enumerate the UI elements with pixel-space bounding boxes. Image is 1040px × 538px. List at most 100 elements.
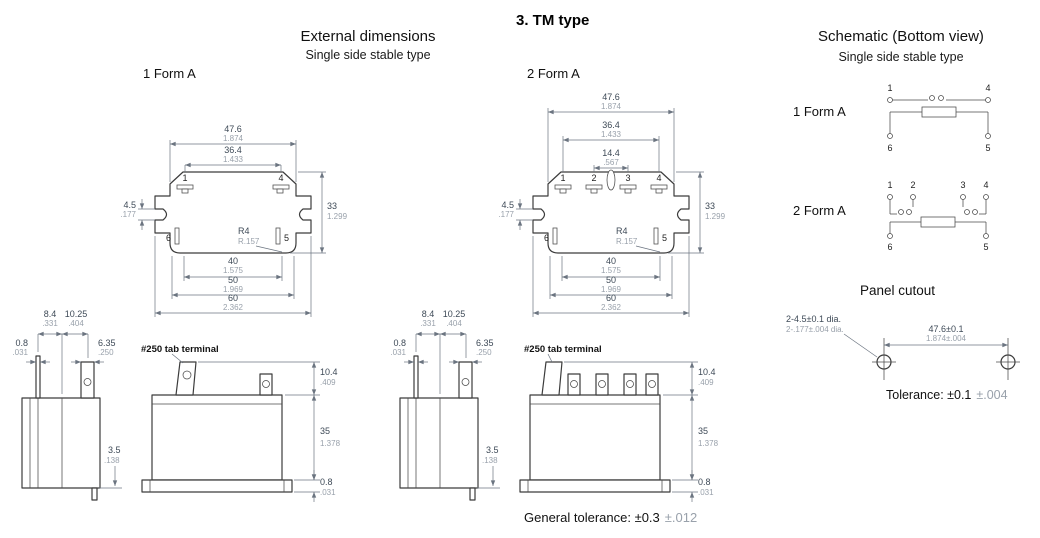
form1-side-view: #250 tab terminal 10.4 .409 35 1.378 0.8… (141, 344, 341, 502)
pin-4-label: 4 (656, 173, 661, 183)
dim-mm: 33 (705, 201, 715, 211)
dim-inch: .138 (104, 456, 120, 465)
dim-inch: .250 (476, 348, 492, 357)
terminal-1-symbol (554, 184, 572, 194)
pin-6-label: 6 (887, 143, 892, 153)
form2-side-view: #250 tab terminal 10.4 .409 35 1.378 0.8… (519, 344, 719, 502)
dim-inch: .404 (68, 319, 84, 328)
dim-inch: 1.874 (601, 102, 622, 111)
pin-2-label: 2 (910, 180, 915, 190)
coil-tab (413, 355, 419, 399)
dim-front-10-25: 10.25 .404 (440, 309, 466, 337)
pin-6-node (887, 133, 893, 139)
dim-inch: .031 (698, 488, 714, 497)
dim-mm: 50 (606, 275, 616, 285)
dim-pitch-50: 50 1.969 (171, 256, 295, 299)
general-tolerance-inch: ±.012 (665, 510, 697, 525)
pin-1-label: 1 (182, 173, 187, 183)
radius-mm: R4 (238, 226, 250, 236)
dim-tab-height: 10.4 .409 (564, 361, 716, 396)
dim-inch: 2.362 (601, 303, 622, 312)
panel-cutout-drawing: 47.6±0.1 1.874±.004 2-4.5±0.1 dia. 2-.17… (786, 314, 1020, 402)
dim-terminal-span: 36.4 1.433 (562, 120, 660, 172)
dim-slot-width: 4.5 .177 (120, 199, 155, 230)
dim-mm: 35 (698, 426, 708, 436)
terminal-2-symbol (585, 184, 603, 194)
short-tab-terminals (567, 373, 659, 396)
pin-5-label: 5 (284, 233, 289, 243)
short-tab-terminal (259, 373, 273, 396)
dim-slot-width: 4.5 .177 (498, 199, 533, 230)
dim-mm: 47.6 (224, 124, 242, 134)
schematic-form1-label: 1 Form A (793, 104, 846, 119)
pin-6-label: 6 (166, 233, 171, 243)
dim-flange-thickness: 0.8 .031 (672, 470, 714, 502)
schematic-form2: 1 2 3 4 6 5 (887, 180, 989, 252)
dim-mm: 33 (327, 201, 337, 211)
dim-terminal-span: 36.4 1.433 (184, 145, 282, 172)
pin-5-label: 5 (662, 233, 667, 243)
dim-front-8-4: 8.4 .331 (37, 309, 89, 394)
mounting-flange (519, 479, 671, 493)
pin-5-node (985, 133, 991, 139)
dim-inch: 1.969 (601, 285, 622, 294)
dim-body-depth: 33 1.299 (668, 171, 726, 254)
page-title: 3. TM type (516, 12, 589, 29)
tolerance-note: Tolerance: ±0.1 ±.004 (886, 388, 1008, 402)
contact-symbol (892, 95, 986, 101)
pin-4-label: 4 (278, 173, 283, 183)
general-tolerance-mm: General tolerance: ±0.3 (524, 510, 660, 525)
dim-front-10-25: 10.25 .404 (62, 309, 88, 337)
terminal-4-symbol (650, 184, 668, 194)
form2-label: 2 Form A (527, 66, 580, 81)
tall-tab-terminal (175, 361, 197, 396)
pin-2-label: 2 (591, 173, 596, 183)
dim-inch: .031 (390, 348, 406, 357)
radius-mm: R4 (616, 226, 628, 236)
dim-mm: 3.5 (486, 445, 499, 455)
side-body (151, 394, 283, 481)
dim-bottom-boss: 3.5 .138 (91, 445, 122, 501)
dim-inch: .404 (446, 319, 462, 328)
tolerance-inch: ±.004 (976, 388, 1007, 402)
relay-body-outline (154, 171, 312, 254)
contact-tab (458, 361, 473, 399)
corner-radius-callout: R4 R.157 (238, 226, 283, 253)
coil-terminal-5: 5 (653, 227, 667, 245)
dim-inch: .567 (603, 158, 619, 167)
dim-inch: .138 (482, 456, 498, 465)
dim-inch: .409 (320, 378, 336, 387)
dim-mm: 14.4 (602, 148, 620, 158)
form1-top-view: 1 4 6 5 R4 R.157 47.6 1.874 36.4 1.433 (120, 124, 348, 317)
dim-inch: .409 (698, 378, 714, 387)
pin-6-node (887, 233, 893, 239)
coil-tab (35, 355, 41, 399)
relay-body-outline (532, 171, 690, 254)
cutout-pitch-mm: 47.6±0.1 (929, 324, 964, 334)
coil-symbol (889, 106, 989, 134)
dim-pitch-40: 40 1.575 (183, 256, 283, 281)
dim-tab-thickness: 0.8 .031 (12, 338, 50, 365)
dim-tab-width: 6.35 .250 (449, 338, 494, 365)
dim-inch: .331 (420, 319, 436, 328)
coil-terminal-5: 5 (275, 227, 289, 245)
dim-mm: 10.25 (443, 309, 466, 319)
dim-mm: 3.5 (108, 445, 121, 455)
dim-mm: 10.25 (65, 309, 88, 319)
pin-1-label: 1 (560, 173, 565, 183)
dim-inch: .250 (98, 348, 114, 357)
front-body (399, 397, 479, 489)
pin-1-node (887, 194, 893, 200)
dim-mm: 60 (228, 293, 238, 303)
pin-1-label: 1 (887, 180, 892, 190)
dim-inch: 1.874 (223, 134, 244, 143)
dim-tab-width: 6.35 .250 (71, 338, 116, 365)
coil-terminal-6: 6 (166, 227, 180, 245)
center-hole (606, 169, 616, 191)
dim-inch: .177 (498, 210, 514, 219)
external-dimensions-subtitle: Single side stable type (305, 48, 430, 62)
dim-mm: 36.4 (602, 120, 620, 130)
dim-inch: 1.969 (223, 285, 244, 294)
tolerance-mm: Tolerance: ±0.1 (886, 388, 971, 402)
dim-mm: 40 (228, 256, 238, 266)
